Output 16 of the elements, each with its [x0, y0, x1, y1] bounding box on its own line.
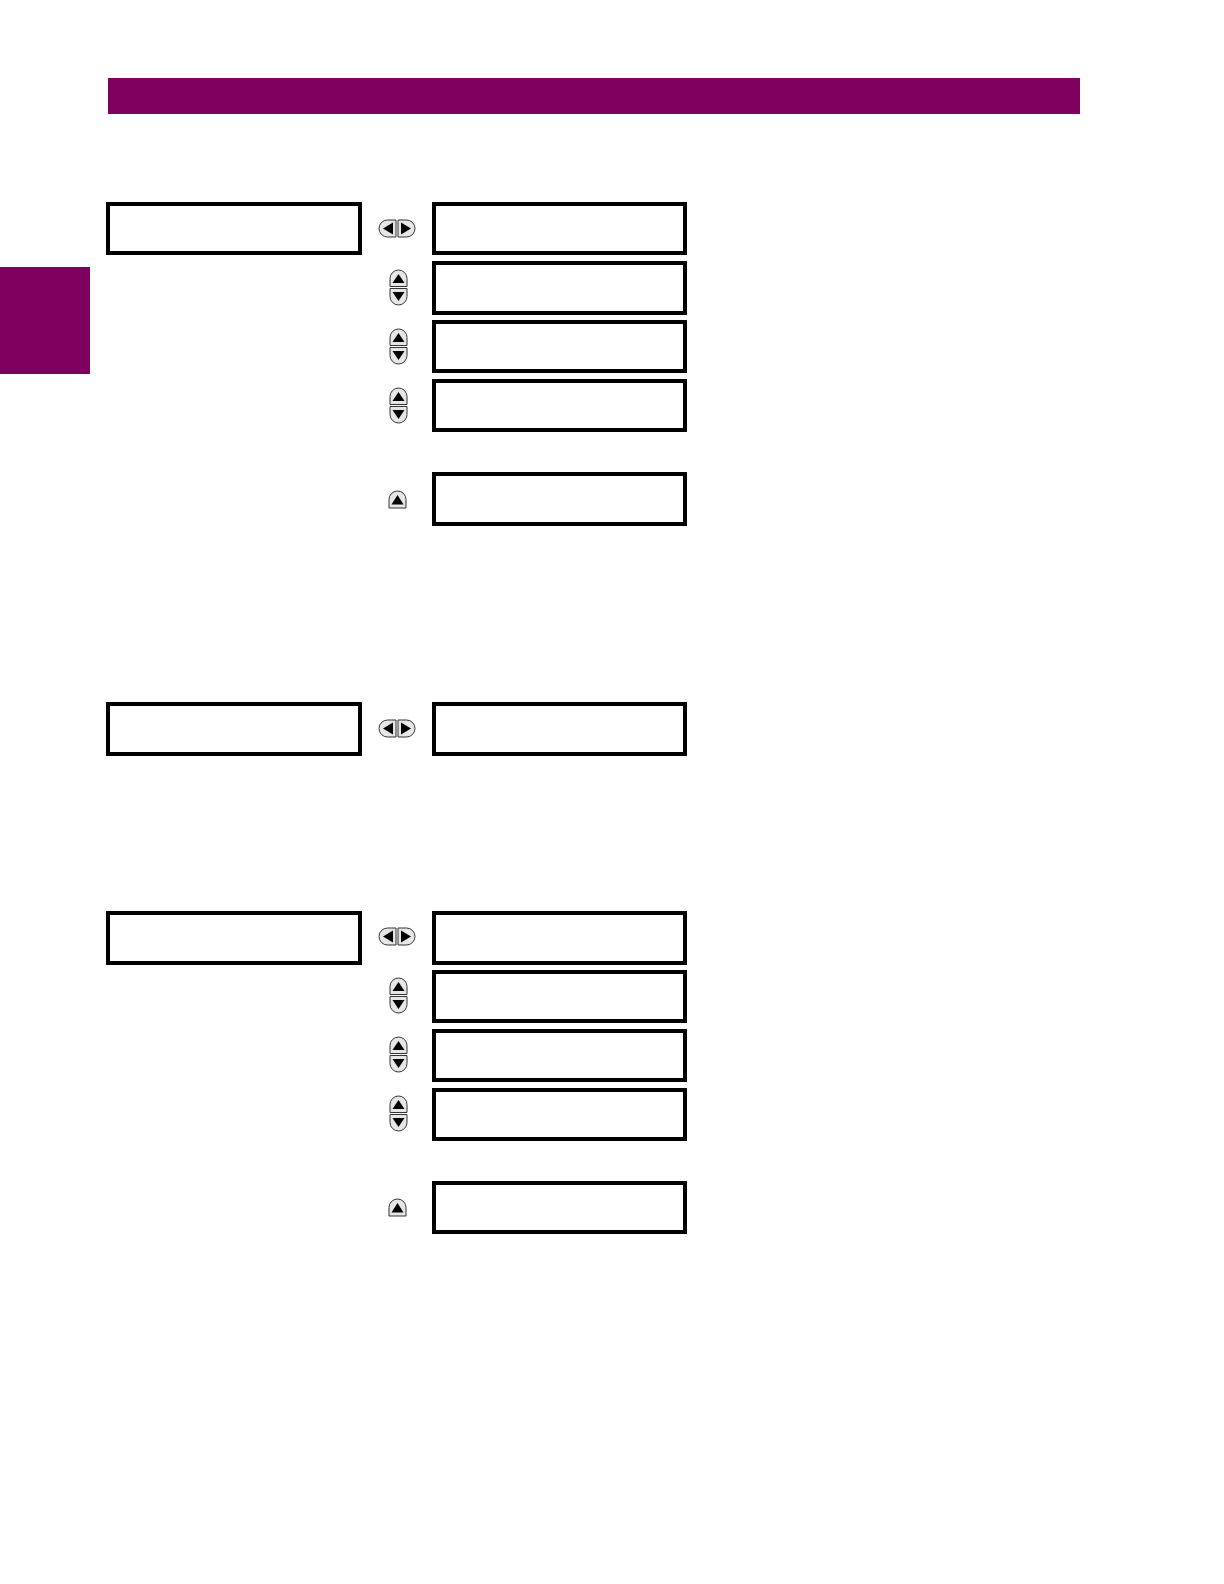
- display-box: [432, 261, 687, 315]
- display-box: [432, 970, 687, 1023]
- display-box: [432, 472, 687, 526]
- display-box: [106, 202, 362, 255]
- display-box: [432, 202, 687, 255]
- side-tab: [0, 267, 90, 374]
- header-bar: [108, 78, 1080, 114]
- display-box: [432, 911, 687, 965]
- display-box: [432, 1029, 687, 1082]
- display-box: [432, 1088, 687, 1141]
- display-box: [432, 702, 687, 756]
- display-box: [106, 911, 362, 965]
- display-box: [106, 702, 362, 756]
- display-box: [432, 379, 687, 432]
- display-box: [432, 1181, 687, 1234]
- display-box: [432, 320, 687, 373]
